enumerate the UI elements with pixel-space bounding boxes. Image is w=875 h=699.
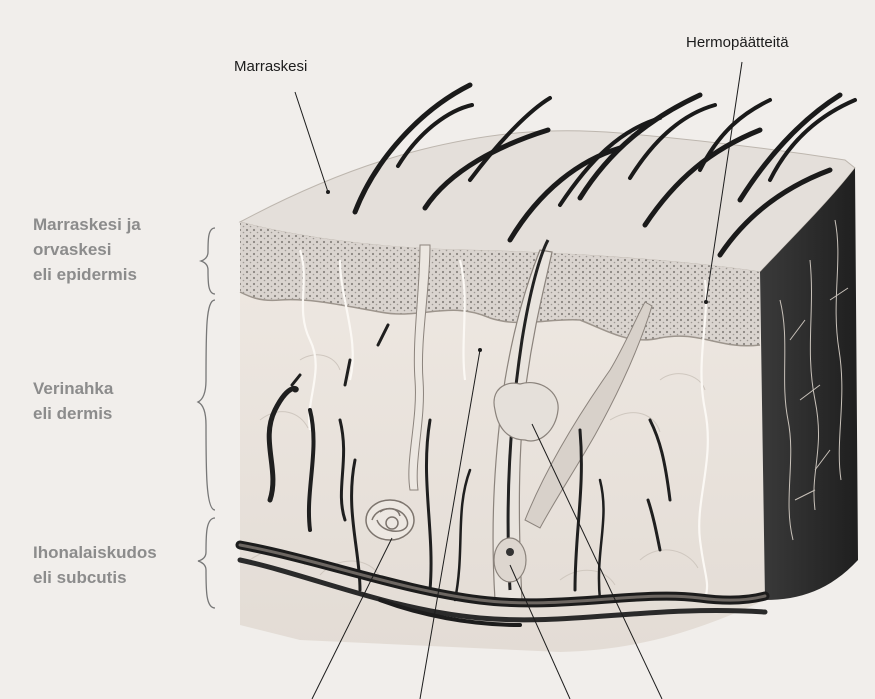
subcutis-bracket bbox=[198, 518, 215, 608]
label-subcutis: Ihonalaiskudos eli subcutis bbox=[33, 540, 157, 590]
label-epidermis: Marraskesi ja orvaskesi eli epidermis bbox=[33, 212, 141, 287]
label-marraskesi: Marraskesi bbox=[234, 58, 307, 75]
label-dermis: Verinahka eli dermis bbox=[33, 376, 113, 426]
label-hermopaatteita: Hermopäätteitä bbox=[686, 34, 789, 51]
sweat-gland bbox=[366, 500, 414, 540]
dermis-bracket bbox=[198, 300, 215, 510]
hair-bulb bbox=[494, 538, 526, 582]
epidermis-bracket bbox=[201, 228, 215, 294]
marraskesi-pointer bbox=[295, 92, 328, 192]
